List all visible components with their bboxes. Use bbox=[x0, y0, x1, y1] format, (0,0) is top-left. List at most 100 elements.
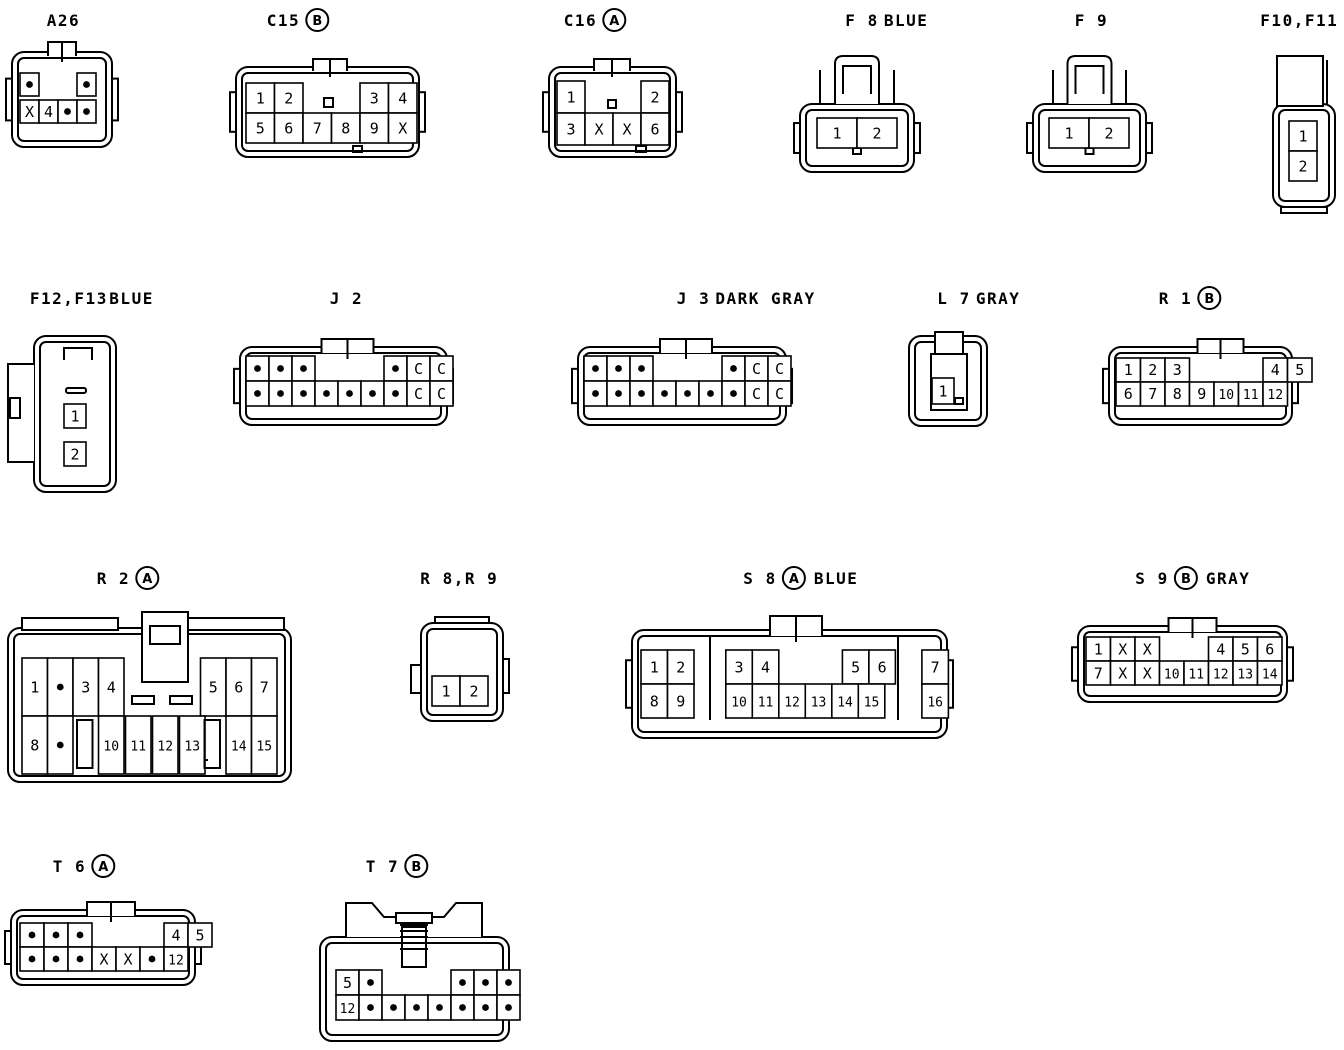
pin-cell: 1 bbox=[245, 82, 276, 114]
pin-cell: 1 bbox=[556, 80, 586, 114]
pin-cell: • bbox=[583, 380, 608, 407]
pin-cell: • bbox=[291, 355, 316, 382]
pin-cell: 7 bbox=[1139, 381, 1166, 407]
pin-cell: 1 bbox=[931, 377, 955, 405]
pin-label: 1 bbox=[1298, 128, 1307, 146]
pin-label: 3 bbox=[735, 659, 744, 677]
pin-cell: 11 bbox=[751, 683, 780, 719]
pin-cell: 4 bbox=[97, 657, 125, 717]
pin-cell: 14 bbox=[1256, 660, 1283, 686]
pin-dot bbox=[459, 979, 466, 986]
badge-letter: A bbox=[98, 860, 108, 875]
pin-cell: 5 bbox=[1286, 357, 1313, 383]
side-tab bbox=[502, 658, 510, 694]
connector-l7: 1 bbox=[908, 331, 988, 427]
pin-label: 10 bbox=[731, 696, 747, 711]
pin-dot bbox=[300, 390, 307, 397]
pin-label: 3 bbox=[370, 90, 379, 108]
pin-cell: C bbox=[406, 355, 431, 382]
connector-label: F 9 bbox=[1075, 11, 1108, 30]
connector-a26: ••X4•• bbox=[5, 41, 119, 148]
side-tab bbox=[571, 367, 579, 405]
pin-dot bbox=[615, 365, 622, 372]
pin-dot bbox=[76, 955, 84, 963]
pin-cell: • bbox=[19, 72, 40, 97]
pin-cell: • bbox=[721, 355, 746, 382]
pin-label: 12 bbox=[168, 954, 184, 969]
pin-label: 11 bbox=[758, 696, 774, 711]
pin-cell: • bbox=[675, 380, 700, 407]
pin-cell: 3 bbox=[359, 82, 390, 114]
pin-label: 7 bbox=[931, 659, 940, 677]
pin-cell: 4 bbox=[163, 922, 189, 948]
pin-cavity bbox=[1085, 636, 1112, 662]
pin-cell: 2 bbox=[856, 117, 898, 149]
pin-label: 1 bbox=[1124, 361, 1133, 379]
pin-cavity bbox=[1207, 660, 1234, 686]
pin-dot bbox=[64, 108, 71, 115]
connector-color-label: GRAY bbox=[1206, 569, 1251, 588]
pin-label: 3 bbox=[81, 679, 90, 697]
pin-dot bbox=[254, 365, 261, 372]
pin-cell: • bbox=[245, 355, 270, 382]
pin-dot bbox=[56, 741, 64, 749]
pin-dot bbox=[28, 955, 36, 963]
pin-cell: 14 bbox=[830, 683, 860, 719]
pin-dot bbox=[638, 390, 645, 397]
pin-cell: 6 bbox=[225, 657, 253, 717]
connector-face bbox=[805, 109, 909, 167]
connector-j3: ••••CC•••••••CC bbox=[571, 338, 793, 426]
pin-cell: 12 bbox=[777, 683, 807, 719]
pin-label: X bbox=[1118, 665, 1127, 683]
side-tab bbox=[233, 367, 241, 405]
pin-label: 12 bbox=[157, 740, 173, 755]
pin-label: 1 bbox=[70, 408, 79, 426]
pin-label: C bbox=[775, 385, 784, 403]
pin-dot bbox=[661, 390, 668, 397]
pin-cell: • bbox=[245, 380, 270, 407]
pin-label: 1 bbox=[650, 659, 659, 677]
pin-cell: 9 bbox=[359, 112, 390, 144]
connector-badge: B bbox=[1173, 566, 1198, 590]
pin-dot bbox=[730, 365, 737, 372]
connector-label: F 8 bbox=[845, 11, 878, 30]
pin-cell: X bbox=[115, 946, 141, 972]
pin-dot bbox=[56, 683, 64, 691]
pin-cell: • bbox=[606, 380, 631, 407]
pin-dot bbox=[482, 1004, 489, 1011]
pin-cavity bbox=[1288, 150, 1318, 182]
connector-badge: B bbox=[305, 8, 330, 32]
pin-cavity bbox=[1134, 660, 1161, 686]
pin-dot bbox=[367, 1004, 374, 1011]
pin-label: 11 bbox=[130, 740, 146, 755]
badge-letter: B bbox=[1181, 572, 1191, 587]
pin-cell: • bbox=[268, 380, 293, 407]
pin-label: 2 bbox=[1148, 361, 1157, 379]
side-tab bbox=[5, 77, 13, 122]
pin-dot bbox=[76, 931, 84, 939]
pin-dot bbox=[592, 390, 599, 397]
pin-cell: 1 bbox=[1085, 636, 1112, 662]
pin-cell: X bbox=[1134, 636, 1161, 662]
connector-label: R 2 bbox=[97, 569, 130, 588]
pin-label: 2 bbox=[284, 90, 293, 108]
pin-cell: 12 bbox=[1262, 381, 1289, 407]
connector-title-f10f11: F10,F11 bbox=[1260, 11, 1336, 30]
pin-label: X bbox=[622, 121, 631, 139]
pin-cell: X bbox=[387, 112, 418, 144]
pin-cell: • bbox=[67, 946, 93, 972]
pin-label: 4 bbox=[171, 927, 180, 945]
connector-label: R 1 bbox=[1159, 289, 1192, 308]
pin-cell: 12 bbox=[1207, 660, 1234, 686]
pin-cell: 2 bbox=[459, 675, 489, 707]
pin-cavity bbox=[1085, 660, 1112, 686]
pin-cell: • bbox=[404, 994, 429, 1021]
pin-cell: 6 bbox=[273, 112, 304, 144]
pin-label: X bbox=[99, 951, 108, 969]
pin-label: 4 bbox=[1216, 641, 1225, 659]
pin-label: 12 bbox=[1267, 388, 1283, 403]
connector-t7: 5••••12••••••• bbox=[319, 902, 521, 1042]
